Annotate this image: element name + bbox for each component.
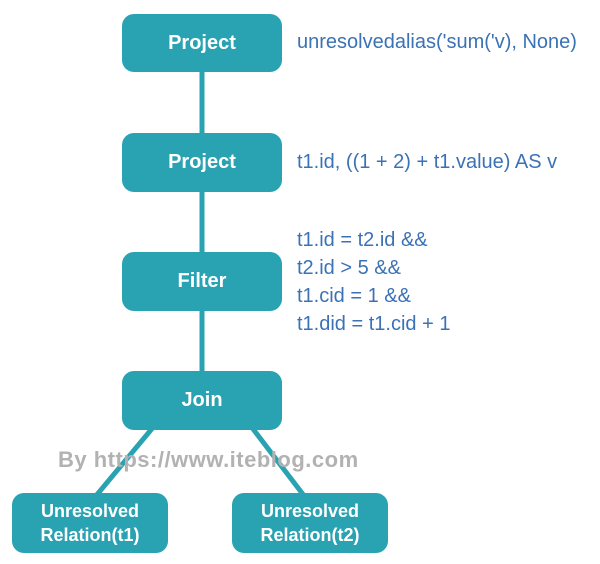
node-project-1-label: Project <box>168 31 236 54</box>
node-unresolved-relation-t1: Unresolved Relation(t1) <box>12 493 168 553</box>
node-unresolved-relation-t1-label: Unresolved Relation(t1) <box>40 500 140 545</box>
annotation-project-1: unresolvedalias('sum('v), None) <box>297 31 577 53</box>
connector-join-relation-t2 <box>248 423 307 499</box>
node-project-2: Project <box>122 133 282 192</box>
node-unresolved-relation-t2-label: Unresolved Relation(t2) <box>260 500 360 545</box>
annotation-filter-line-3: t1.cid = 1 && <box>297 285 411 307</box>
watermark: By https://www.iteblog.com <box>58 447 359 472</box>
annotation-filter-line-2: t2.id > 5 && <box>297 257 401 279</box>
node-join: Join <box>122 371 282 430</box>
node-filter: Filter <box>122 252 282 311</box>
annotation-filter: t1.id = t2.id && t2.id > 5 && t1.cid = 1… <box>297 226 450 338</box>
annotation-filter-line-1: t1.id = t2.id && <box>297 229 428 251</box>
connector-join-relation-t1 <box>93 423 157 499</box>
node-unresolved-relation-t2: Unresolved Relation(t2) <box>232 493 388 553</box>
node-filter-label: Filter <box>177 270 227 292</box>
node-project-2-label: Project <box>168 151 236 173</box>
annotation-filter-line-4: t1.did = t1.cid + 1 <box>297 313 451 335</box>
node-project-1: Project <box>122 14 282 72</box>
node-join-label: Join <box>181 389 223 411</box>
annotation-project-2: t1.id, ((1 + 2) + t1.value) AS v <box>297 151 558 173</box>
